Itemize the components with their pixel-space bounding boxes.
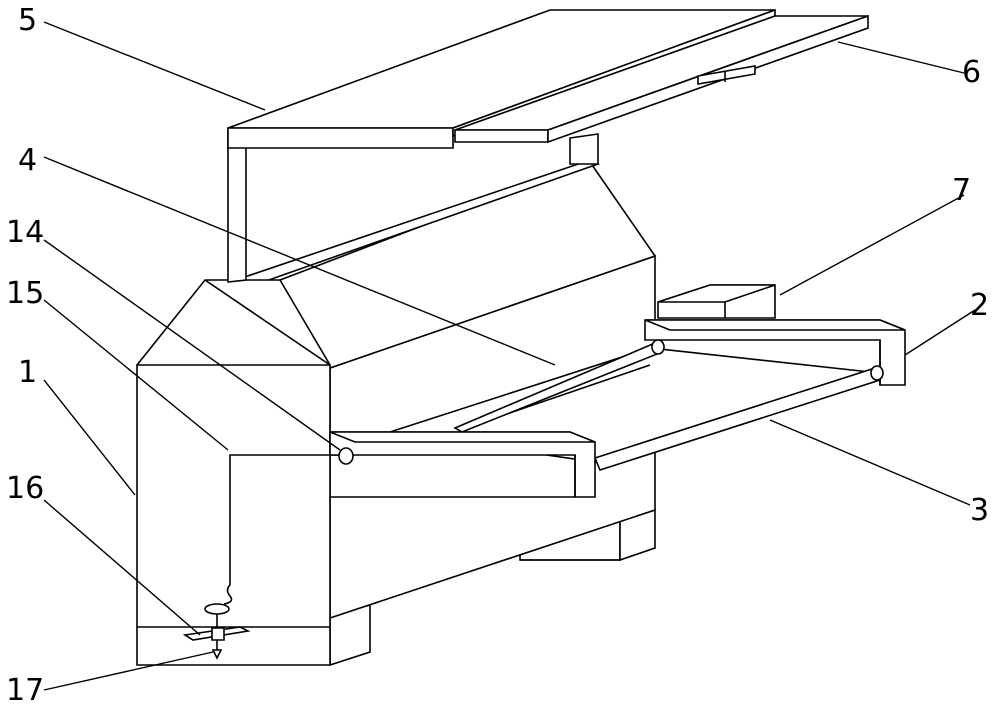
label-2: 2	[970, 288, 989, 323]
label-5: 5	[18, 3, 37, 38]
leader-lines	[43, 21, 976, 691]
label-6: 6	[962, 55, 981, 90]
front-end-block	[136, 279, 345, 666]
label-16: 16	[6, 471, 44, 506]
label-14: 14	[6, 215, 44, 250]
label-17: 17	[6, 673, 44, 707]
rear-arm	[644, 319, 906, 386]
motor-box	[657, 284, 776, 319]
extension-plate	[454, 14, 869, 144]
label-4: 4	[18, 143, 37, 178]
label-3: 3	[970, 493, 989, 528]
label-1: 1	[18, 355, 37, 390]
roller-lower	[593, 365, 884, 471]
label-7: 7	[952, 173, 971, 208]
support-post	[227, 129, 247, 283]
label-15: 15	[6, 276, 44, 311]
drain-valve	[182, 584, 251, 660]
front-arm	[329, 431, 596, 498]
roller-upper	[453, 339, 665, 433]
